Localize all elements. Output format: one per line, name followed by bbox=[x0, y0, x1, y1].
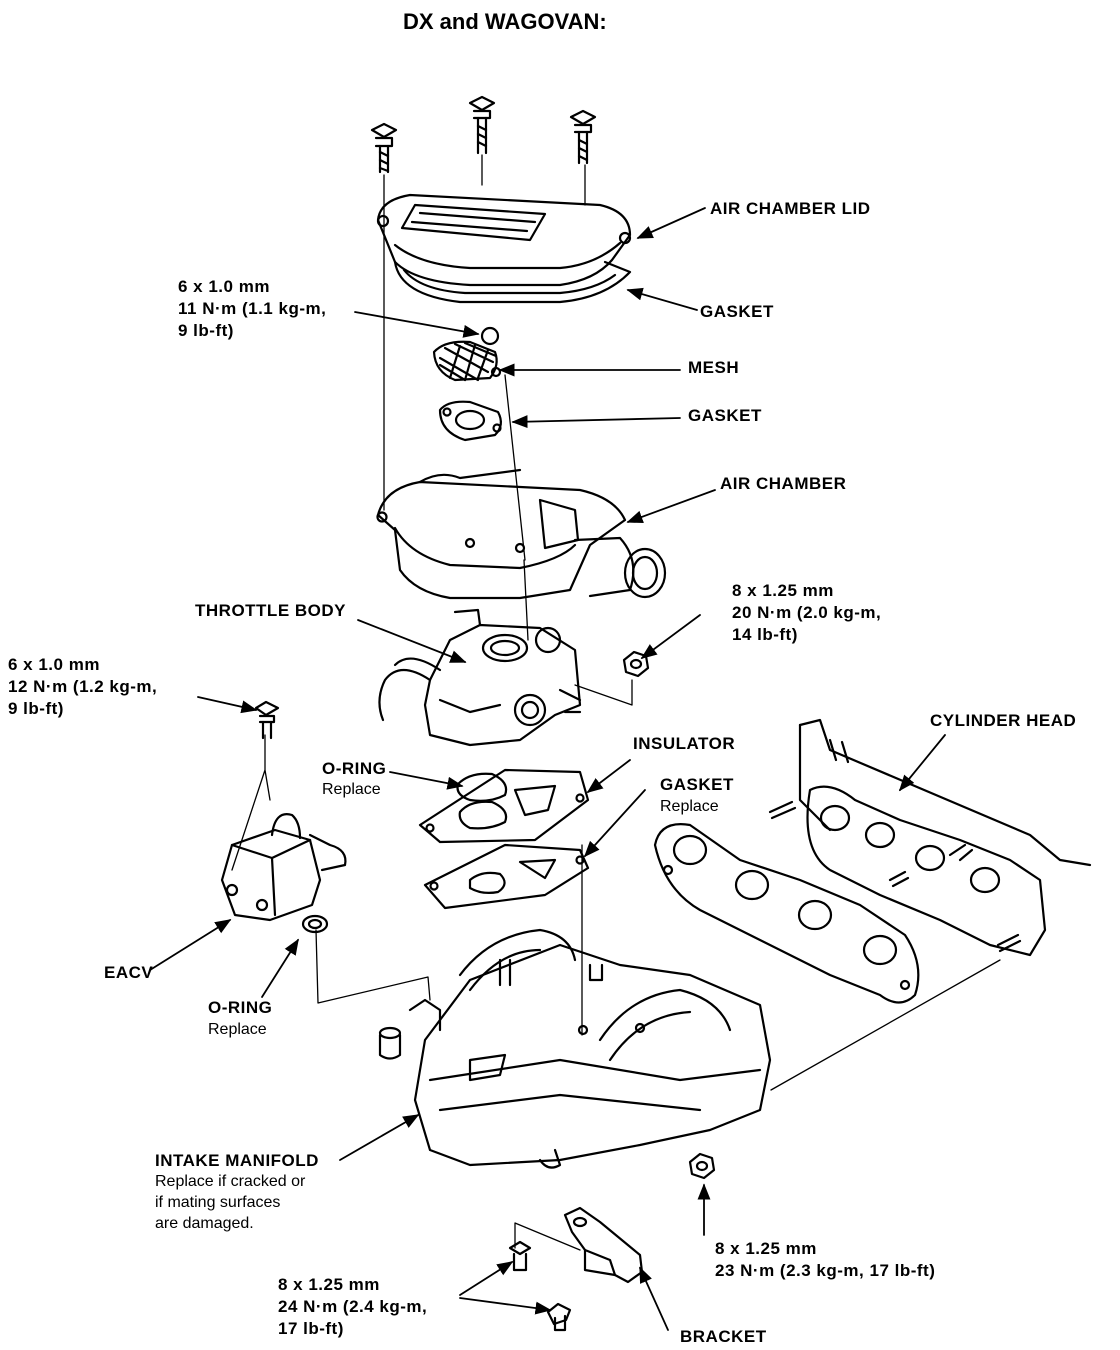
label-cylinder-head: CYLINDER HEAD bbox=[930, 711, 1077, 730]
label-air-chamber-lid: AIR CHAMBER LID bbox=[710, 199, 871, 218]
spec-manifold-nut-line1: 23 N·m (2.3 kg-m, 17 lb-ft) bbox=[715, 1261, 936, 1280]
label-eacv: EACV bbox=[104, 963, 154, 982]
bracket bbox=[563, 1206, 644, 1284]
air-chamber bbox=[376, 468, 667, 600]
spec-bracket-bolts-line2: 17 lb-ft) bbox=[278, 1319, 344, 1338]
label-o-ring-throttle: O-RING bbox=[322, 759, 387, 778]
label-air-chamber: AIR CHAMBER bbox=[720, 474, 847, 493]
spec-mesh-bolt-size: 6 x 1.0 mm bbox=[178, 277, 270, 296]
spec-eacv-bolt-line2: 9 lb-ft) bbox=[8, 699, 64, 718]
lid-bolt-left bbox=[370, 122, 398, 174]
label-gasket-lid: GASKET bbox=[700, 302, 774, 321]
note-intake-manifold-1: Replace if cracked or bbox=[155, 1173, 306, 1190]
manifold-gasket bbox=[653, 823, 920, 1004]
spec-mesh-bolt-line2: 9 lb-ft) bbox=[178, 321, 234, 340]
label-gasket-mesh: GASKET bbox=[688, 406, 762, 425]
eacv bbox=[220, 813, 347, 922]
note-o-ring-throttle: Replace bbox=[322, 781, 381, 798]
cylinder-head bbox=[768, 718, 1092, 957]
spec-bracket-bolts-line1: 24 N·m (2.4 kg-m, bbox=[278, 1297, 428, 1316]
air-chamber-lid bbox=[376, 193, 632, 287]
spec-throttle-nut-line2: 14 lb-ft) bbox=[732, 625, 798, 644]
note-intake-manifold-3: are damaged. bbox=[155, 1215, 254, 1232]
bracket-bolt-upper bbox=[508, 1240, 532, 1272]
spec-eacv-bolt-size: 6 x 1.0 mm bbox=[8, 655, 100, 674]
spec-manifold-nut-size: 8 x 1.25 mm bbox=[715, 1239, 817, 1258]
leader-arrows bbox=[149, 207, 946, 1331]
eacv-bolt bbox=[254, 700, 280, 740]
label-gasket-manifold: GASKET bbox=[660, 775, 734, 794]
guide-lines bbox=[231, 154, 1001, 1251]
throttle-nut bbox=[622, 650, 650, 678]
note-o-ring-eacv: Replace bbox=[208, 1021, 267, 1038]
lid-bolt-center bbox=[468, 95, 496, 155]
o-ring-eacv bbox=[301, 914, 329, 934]
spec-bracket-bolts-size: 8 x 1.25 mm bbox=[278, 1275, 380, 1294]
manifold-nut bbox=[688, 1152, 716, 1180]
label-insulator: INSULATOR bbox=[633, 734, 736, 753]
lid-gasket bbox=[393, 260, 632, 304]
spec-throttle-nut-size: 8 x 1.25 mm bbox=[732, 581, 834, 600]
throttle-gasket bbox=[423, 843, 590, 910]
bracket-bolt-lower bbox=[546, 1302, 572, 1332]
label-bracket: BRACKET bbox=[680, 1327, 767, 1346]
note-gasket-manifold: Replace bbox=[660, 798, 719, 815]
insulator bbox=[418, 768, 590, 844]
label-o-ring-eacv: O-RING bbox=[208, 998, 273, 1017]
throttle-body bbox=[378, 608, 582, 747]
mesh bbox=[432, 326, 502, 382]
label-throttle-body: THROTTLE BODY bbox=[195, 601, 346, 620]
mesh-gasket bbox=[438, 400, 502, 442]
diagram-title: DX and WAGOVAN: bbox=[403, 9, 607, 34]
spec-eacv-bolt-line1: 12 N·m (1.2 kg-m, bbox=[8, 677, 158, 696]
note-intake-manifold-2: if mating surfaces bbox=[155, 1194, 281, 1211]
intake-manifold bbox=[378, 928, 772, 1169]
spec-throttle-nut-line1: 20 N·m (2.0 kg-m, bbox=[732, 603, 882, 622]
lid-bolt-right bbox=[569, 109, 597, 165]
label-intake-manifold: INTAKE MANIFOLD bbox=[155, 1151, 319, 1170]
spec-mesh-bolt-line1: 11 N·m (1.1 kg-m, bbox=[178, 299, 327, 318]
label-mesh: MESH bbox=[688, 358, 740, 377]
